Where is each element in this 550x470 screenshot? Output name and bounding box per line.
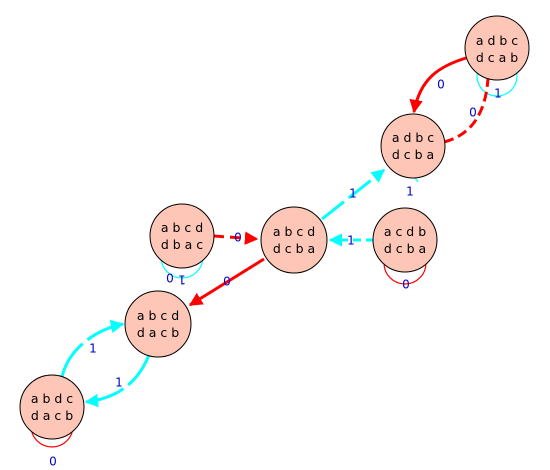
node-adbc-dcab-line1: a d b c	[476, 33, 518, 48]
node-abcd-dacb-line2: d a c b	[137, 325, 179, 340]
node-abcd-dbac-circle	[149, 203, 215, 269]
edge-label-e8: 1	[115, 376, 123, 390]
edge-e1	[409, 56, 467, 114]
edge-label-e4: 0	[234, 231, 242, 245]
loop-label-l1: 1	[494, 87, 502, 101]
node-abcd-dbac-line2: d b a c	[161, 237, 203, 252]
edge-e6	[188, 257, 265, 307]
node-adbc-dcba: a d b c d c b a	[380, 113, 446, 179]
edge-e3	[321, 168, 386, 221]
node-abdc-dacb-line2: d a c b	[31, 408, 73, 423]
node-adbc-dcba-line1: a d b c	[392, 130, 434, 145]
node-acdb-dcba-line2: d c b a	[384, 241, 426, 256]
node-adbc-dcab-circle	[464, 15, 530, 81]
edge-e4	[213, 231, 259, 245]
loop-label-l3: 0	[402, 278, 410, 292]
node-abcd-dcba-line2: d c b a	[273, 241, 315, 256]
node-abcd-dcba-line1: a b c d	[273, 224, 315, 239]
node-abdc-dacb: a b d c d a c b	[19, 374, 85, 440]
loop-label-l4: 0	[49, 455, 57, 469]
loop-label-l5: 1	[406, 185, 414, 199]
node-abcd-dbac: a b c d d b a c	[149, 203, 215, 269]
loop-label-l2b: 0	[166, 272, 174, 286]
node-adbc-dcab: a d b c d c a b	[464, 15, 530, 81]
edge-e7	[60, 319, 125, 378]
node-adbc-dcab-line2: d c a b	[476, 50, 518, 65]
node-abcd-dacb-circle	[124, 290, 192, 358]
edge-label-e6: 0	[223, 275, 231, 289]
edge-label-e1: 0	[437, 78, 445, 92]
node-acdb-dcba-circle	[372, 207, 438, 273]
node-abdc-dacb-line1: a b d c	[31, 391, 73, 406]
node-abcd-dacb-line1: a b c d	[137, 308, 179, 323]
edge-label-e3: 1	[349, 187, 357, 201]
node-acdb-dcba-line1: a c d b	[384, 224, 426, 239]
edge-label-e2: 0	[469, 106, 477, 120]
edge-label-e7: 1	[89, 342, 97, 356]
node-abcd-dacb: a b c d d a c b	[124, 290, 192, 358]
node-adbc-dcba-circle	[380, 113, 446, 179]
node-abdc-dacb-circle	[19, 374, 85, 440]
node-abcd-dcba: a b c d d c b a	[260, 206, 328, 274]
loop-label-l2: 1	[178, 273, 186, 287]
node-adbc-dcba-line2: d c b a	[392, 147, 434, 162]
node-acdb-dcba: a c d b d c b a	[372, 207, 438, 273]
node-abcd-dcba-circle	[260, 206, 328, 274]
node-abcd-dbac-line1: a b c d	[161, 220, 203, 235]
edge-e2	[443, 77, 490, 144]
edge-label-e5: 1	[347, 234, 355, 248]
edge-e8	[84, 351, 152, 408]
